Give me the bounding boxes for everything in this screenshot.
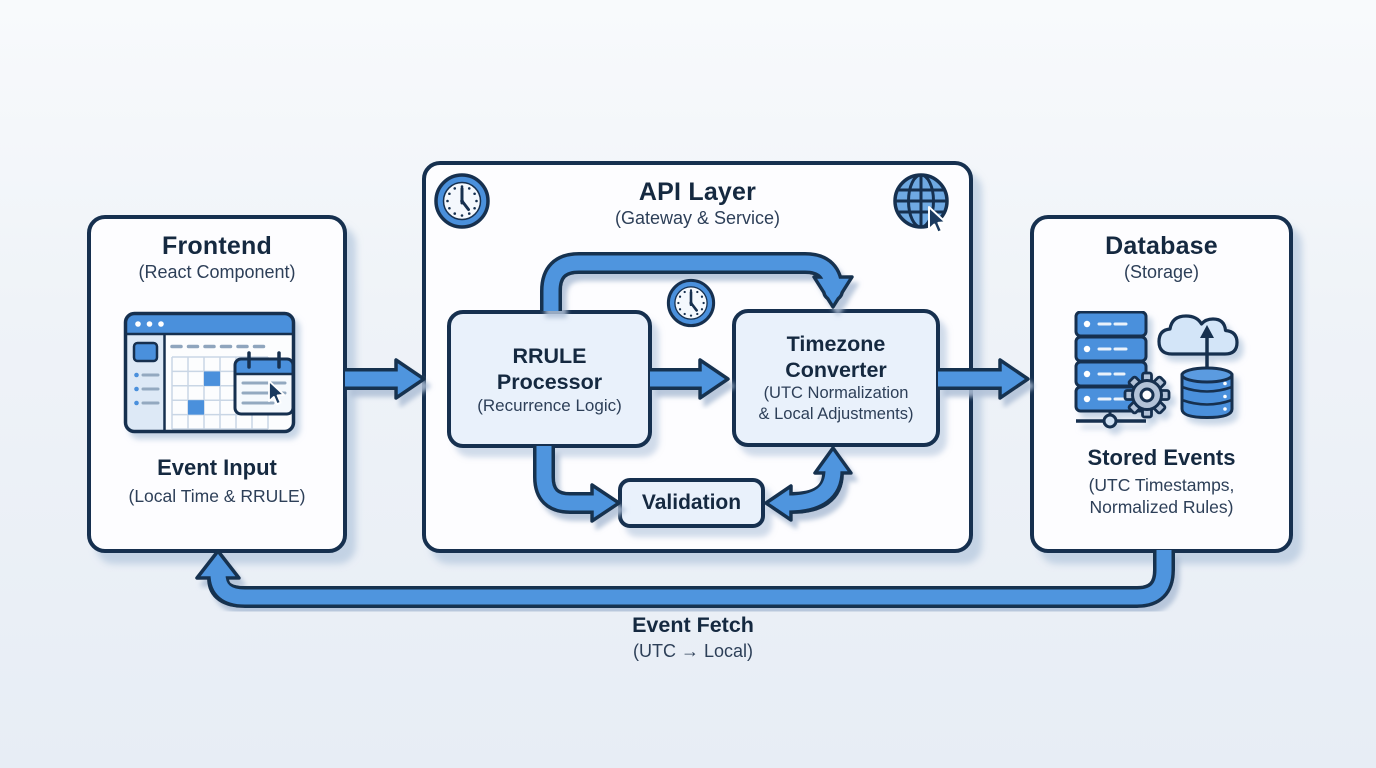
event-input-illustration <box>123 311 296 434</box>
rrule-title-line1: RRULE <box>512 343 587 368</box>
stored-events-caption-line1: (UTC Timestamps, <box>1088 475 1235 495</box>
tz-subtitle-line2: & Local Adjustments) <box>758 405 914 423</box>
event-fetch-label: Event Fetch (UTC → Local) <box>543 613 843 662</box>
rrule-title-line2: Processor <box>496 369 603 394</box>
sidebar-button <box>132 341 159 363</box>
event-fetch-subtitle: (UTC → Local) <box>632 641 753 661</box>
tz-subtitle-line1: (UTC Normalization <box>763 384 909 402</box>
rrule-processor-box: RRULE Processor (Recurrence Logic) <box>447 310 652 448</box>
window-dots-icon <box>135 321 164 327</box>
database-title: Database <box>1105 232 1218 260</box>
frontend-subtitle: (React Component) <box>138 262 296 282</box>
rrule-subtitle: (Recurrence Logic) <box>477 395 622 415</box>
stored-events-illustration <box>1074 311 1239 429</box>
event-cell <box>188 400 204 415</box>
cloud-icon <box>1157 314 1239 356</box>
timezone-converter-box: Timezone Converter (UTC Normalization & … <box>732 309 940 447</box>
event-cell <box>204 371 220 386</box>
stored-events-caption: Stored Events <box>1087 445 1236 470</box>
event-input-caption-sub: (Local Time & RRULE) <box>128 486 306 506</box>
browser-titlebar <box>125 313 294 334</box>
mini-calendar-popup <box>233 351 295 416</box>
api-layer-title: API Layer <box>638 178 757 206</box>
tz-title-line1: Timezone <box>786 332 886 356</box>
database-cylinder-icon <box>1180 366 1234 420</box>
network-node-icon <box>1076 411 1146 429</box>
frontend-panel: Frontend (React Component) <box>87 215 347 553</box>
validation-label: Validation <box>641 491 742 514</box>
database-subtitle: (Storage) <box>1123 262 1200 282</box>
frontend-title: Frontend <box>162 232 272 260</box>
gear-icon <box>1123 371 1171 419</box>
event-input-caption: Event Input <box>157 455 277 480</box>
database-panel: Database (Storage) <box>1030 215 1293 553</box>
sidebar-list <box>134 372 160 406</box>
event-fetch-title: Event Fetch <box>632 613 754 637</box>
validation-box: Validation <box>618 478 765 528</box>
arrow-event-fetch-loop <box>195 549 1175 608</box>
arrow-frontend-to-api <box>345 358 426 400</box>
stored-events-caption-line2: Normalized Rules) <box>1089 497 1234 517</box>
tz-title-line2: Converter <box>785 358 887 382</box>
api-layer-subtitle: (Gateway & Service) <box>614 208 781 228</box>
